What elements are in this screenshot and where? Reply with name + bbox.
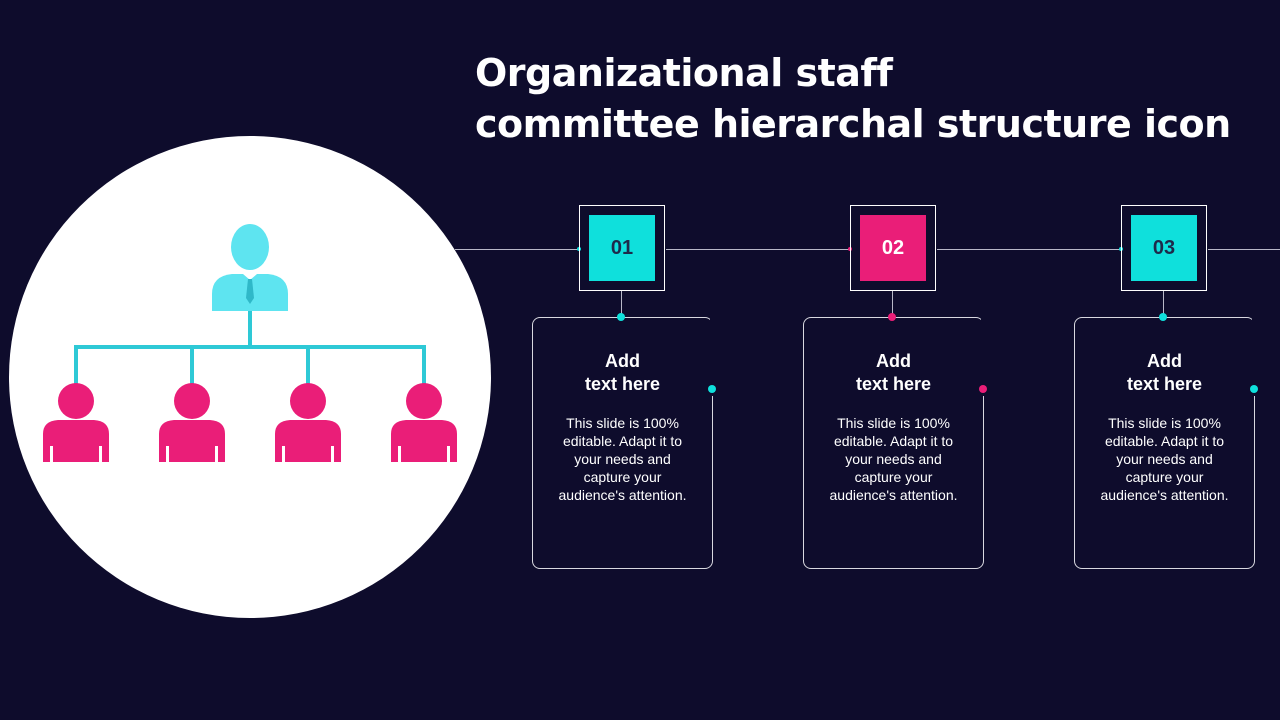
step-body-3-line: editable. Adapt it to — [1104, 433, 1225, 449]
step-connector-3 — [1163, 291, 1164, 317]
step-heading-1-line-1: Add — [605, 351, 640, 371]
step-card-3: Add text here This slide is 100% editabl… — [1074, 317, 1255, 569]
step-body-3-line: audience's attention. — [1100, 487, 1229, 503]
step-body-3: This slide is 100% editable. Adapt it to… — [1075, 414, 1254, 504]
step-body-1-line: audience's attention. — [558, 487, 687, 503]
step-body-1: This slide is 100% editable. Adapt it to… — [533, 414, 712, 504]
step-top-dot-3 — [1159, 313, 1167, 321]
tie-icon — [243, 274, 257, 304]
step-body-3-line: capture your — [1125, 469, 1204, 485]
step-card-1: Add text here This slide is 100% editabl… — [532, 317, 713, 569]
step-heading-3-line-2: text here — [1126, 374, 1203, 394]
slide-title: Organizational staff committee hierarcha… — [475, 48, 1231, 150]
step-heading-2-line-2: text here — [855, 374, 932, 394]
step-body-2-line: your needs and — [845, 451, 942, 467]
step-heading-1: Add text here — [533, 350, 712, 396]
step-card-2: Add text here This slide is 100% editabl… — [803, 317, 984, 569]
step-connector-2 — [892, 291, 893, 317]
timeline-line-1-2 — [666, 249, 851, 250]
step-body-1-line: capture your — [583, 469, 662, 485]
timeline-line-2-3 — [937, 249, 1122, 250]
staff-person-icon-4 — [391, 383, 457, 462]
step-body-2-line: audience's attention. — [829, 487, 958, 503]
step-side-dot-1 — [708, 385, 716, 393]
step-heading-3-line-1: Add — [1147, 351, 1182, 371]
step-body-3-line: This slide is 100% — [1108, 415, 1221, 431]
staff-person-icon-2 — [159, 383, 225, 462]
timeline-line-right — [1208, 249, 1280, 250]
step-side-dot-2 — [979, 385, 987, 393]
staff-person-icon-3 — [275, 383, 341, 462]
step-heading-3: Add text here — [1075, 350, 1254, 396]
staff-person-icon-1 — [43, 383, 109, 462]
step-body-2-line: This slide is 100% — [837, 415, 950, 431]
org-chart-icon — [43, 224, 457, 462]
step-connector-1 — [621, 291, 622, 317]
step-body-1-line: This slide is 100% — [566, 415, 679, 431]
step-heading-2-line-1: Add — [876, 351, 911, 371]
step-body-2-line: editable. Adapt it to — [833, 433, 954, 449]
step-body-1-line: your needs and — [574, 451, 671, 467]
step-number-2: 02 — [860, 215, 926, 281]
step-number-3: 03 — [1131, 215, 1197, 281]
step-body-3-line: your needs and — [1116, 451, 1213, 467]
card-gap-3 — [1252, 317, 1257, 396]
step-body-1-line: editable. Adapt it to — [562, 433, 683, 449]
step-number-1: 01 — [589, 215, 655, 281]
step-side-dot-3 — [1250, 385, 1258, 393]
step-number-frame-3: 03 — [1121, 205, 1207, 291]
step-top-dot-2 — [888, 313, 896, 321]
card-gap-2 — [981, 317, 986, 396]
org-connectors — [74, 308, 426, 385]
step-body-2: This slide is 100% editable. Adapt it to… — [804, 414, 983, 504]
step-number-frame-1: 01 — [579, 205, 665, 291]
card-gap-1 — [710, 317, 715, 396]
step-top-dot-1 — [617, 313, 625, 321]
step-heading-1-line-2: text here — [584, 374, 661, 394]
step-number-frame-2: 02 — [850, 205, 936, 291]
icon-circle — [9, 136, 491, 618]
step-body-2-line: capture your — [854, 469, 933, 485]
timeline-line-left — [455, 249, 580, 250]
title-line-1: Organizational staff — [475, 51, 893, 95]
step-heading-2: Add text here — [804, 350, 983, 396]
title-line-2: committee hierarchal structure icon — [475, 102, 1231, 146]
